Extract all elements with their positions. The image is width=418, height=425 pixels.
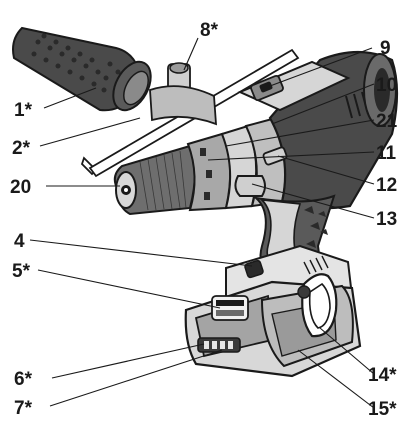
leader-15 [297, 349, 375, 409]
callout-2: 2* [12, 138, 31, 159]
leader-9 [269, 47, 373, 87]
motor-housing [237, 50, 399, 210]
leader-12 [277, 155, 375, 185]
leader-2 [39, 117, 141, 147]
callout-14: 14* [368, 365, 397, 386]
trigger-assembly [234, 146, 288, 197]
callout-1: 1* [14, 100, 33, 121]
side-handle [12, 26, 152, 112]
leader-10 [271, 83, 375, 125]
callout-5: 5* [12, 261, 31, 282]
leader-5 [37, 269, 221, 309]
leader-6 [51, 343, 205, 379]
callout-11: 11 [376, 143, 397, 164]
keyless-chuck [113, 144, 196, 216]
leader-21 [225, 119, 375, 147]
callout-10: 10 [376, 75, 397, 96]
callout-4: 4 [14, 231, 25, 252]
leader-14 [319, 327, 375, 375]
leader-11 [207, 151, 375, 161]
callout-7: 7* [14, 398, 33, 419]
callout-15: 15* [368, 399, 397, 420]
leader-lines [29, 37, 375, 409]
callout-labels: 1* 2* 20 4 5* 6* 7* 8* 9 10 21 11 12 13 … [10, 20, 398, 420]
leader-7 [49, 349, 223, 407]
leader-4 [29, 239, 253, 267]
callout-9: 9 [380, 38, 391, 59]
callout-12: 12 [376, 175, 397, 196]
leader-8 [183, 37, 199, 71]
callout-6: 6* [14, 369, 33, 390]
callout-13: 13 [376, 209, 397, 230]
leader-13 [251, 183, 375, 219]
callout-20: 20 [10, 177, 31, 198]
callout-8: 8* [200, 20, 219, 41]
callout-21: 21 [376, 111, 398, 132]
battery-pack [184, 273, 362, 378]
clamp-screw [149, 62, 217, 126]
leader-1 [43, 87, 97, 109]
